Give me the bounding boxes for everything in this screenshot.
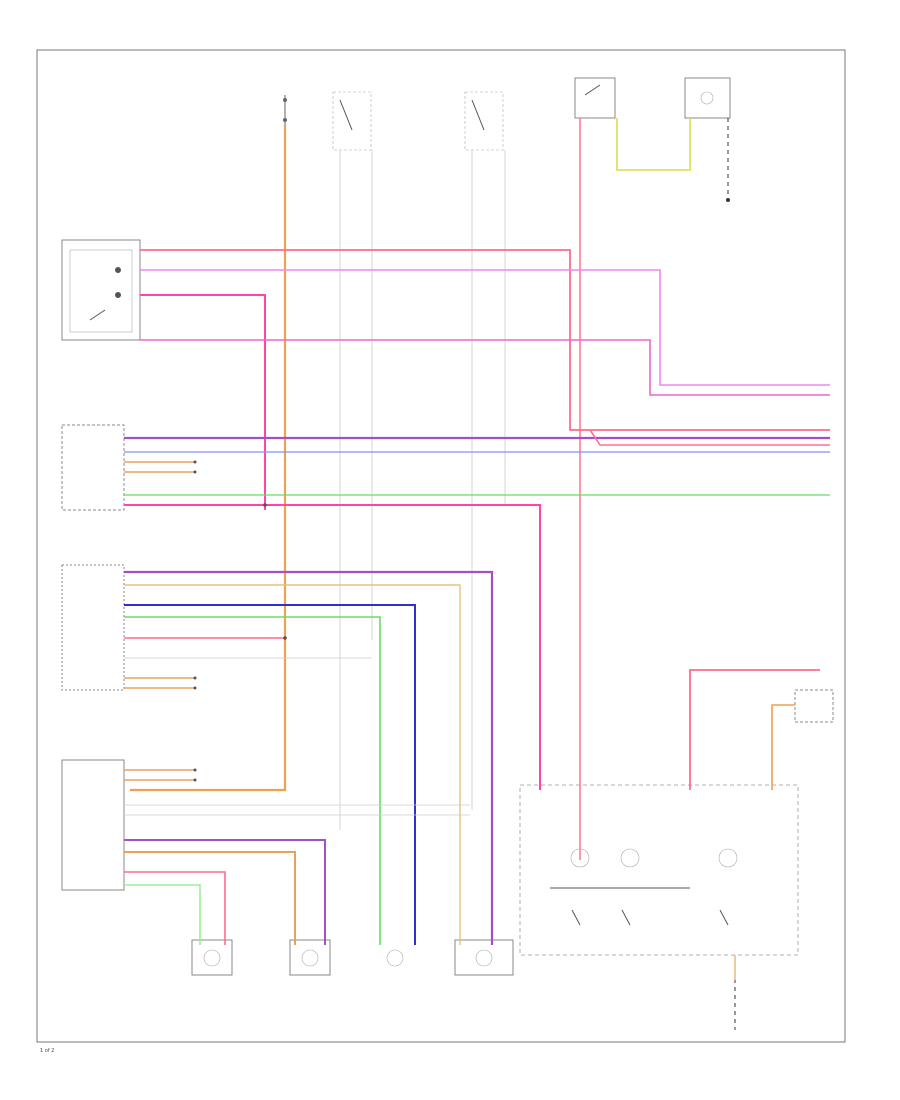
page-number: 1 of 2: [40, 1048, 54, 1054]
wire-switch-pink: [140, 294, 266, 510]
component-front-module: [61, 564, 125, 691]
wire-fm-green: [124, 616, 381, 945]
ground-top-right: [726, 118, 730, 202]
component-fuse-top: [283, 95, 287, 125]
lamp-3: [386, 949, 404, 967]
wire-switch-red: [140, 249, 830, 431]
wire-yellow-link: [616, 118, 691, 171]
component-rear-module: [61, 759, 125, 891]
diagram-frame: [36, 49, 846, 1043]
component-switch-top-right-1: [574, 77, 616, 119]
lamp-1: [191, 939, 233, 976]
wire-fm-purple: [124, 570, 494, 945]
wire-cm-red: [589, 429, 830, 446]
component-lamp-cluster-right: [519, 784, 799, 956]
wire-orange-main: [130, 125, 287, 792]
wire-fm-tan: [124, 584, 461, 945]
wire-rm-pink: [124, 871, 226, 945]
wire-switch-violet-1: [140, 269, 830, 386]
lamp-4: [454, 939, 514, 976]
wire-rm-green: [124, 884, 201, 945]
wire-rm-tan: [124, 851, 296, 945]
wire-right-orange: [771, 704, 795, 790]
component-exterior-light-switch: [61, 239, 141, 341]
wire-cm-pink: [124, 504, 541, 790]
component-relay-2: [464, 91, 504, 151]
wire-fm-blue: [124, 604, 416, 945]
component-relay-1: [332, 91, 372, 151]
component-switch-top-right-2: [684, 77, 731, 119]
wire-rm-purple: [124, 839, 326, 945]
lamp-2: [289, 939, 331, 976]
wire-switch-violet-2: [140, 339, 830, 396]
wire-right-red: [689, 669, 820, 790]
component-control-module: [61, 424, 125, 511]
splice-points: [193, 460, 287, 782]
component-sensor-right: [794, 689, 834, 723]
